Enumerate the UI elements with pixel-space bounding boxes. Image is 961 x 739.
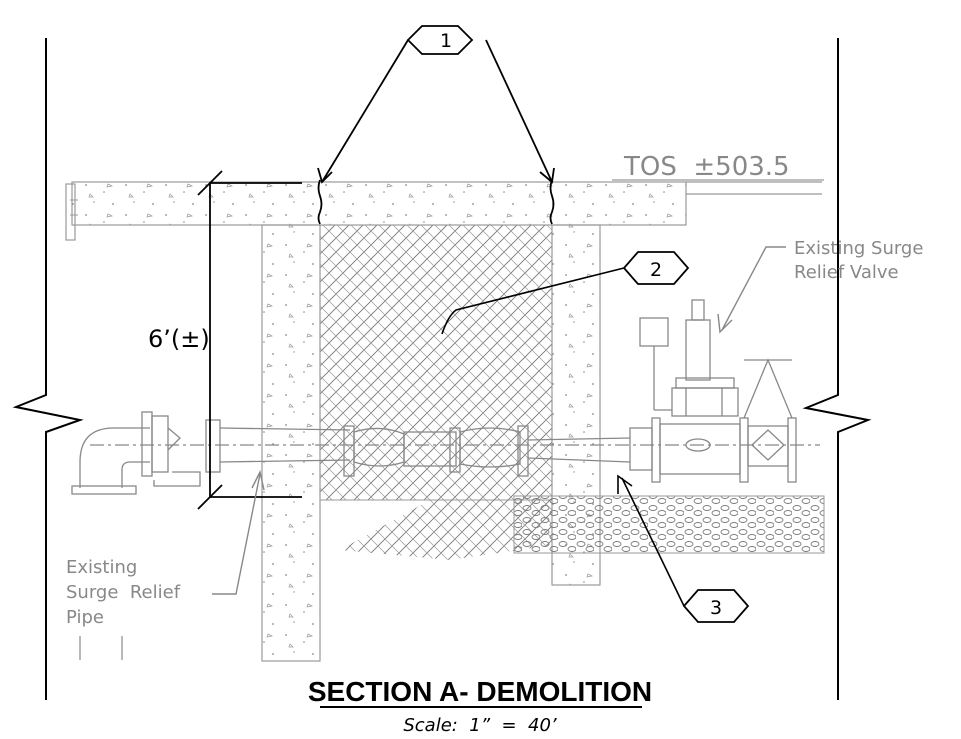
gravel-bed: [513, 495, 825, 554]
surge-relief-pipe: [71, 358, 820, 495]
lower-hatch: [340, 500, 552, 560]
concrete-walls: [261, 224, 601, 662]
surge-pipe-label-line3: Pipe: [66, 607, 104, 628]
callout-3-label: 3: [710, 597, 722, 619]
surge-valve-note: Existing Surge Relief Valve: [717, 238, 923, 334]
demolition-zone: [319, 224, 553, 501]
callout-1: 1: [317, 25, 555, 184]
section-title: SECTION A- DEMOLITION: [308, 676, 652, 707]
left-break-line: [12, 38, 84, 700]
surge-pipe-note: Existing Surge Relief Pipe: [66, 469, 265, 660]
surge-valve-label-line2: Relief Valve: [794, 262, 899, 283]
callout-2: 2: [441, 251, 690, 335]
surge-pipe-label-line1: Existing: [66, 557, 137, 578]
dimension-line: [197, 170, 302, 510]
surge-pipe-label-line2: Surge Relief: [66, 582, 181, 603]
dimension-label: 6’(±): [148, 325, 210, 353]
callout-2-label: 2: [650, 259, 662, 281]
right-break-line: [802, 38, 872, 700]
demolition-cut-lines: [317, 179, 555, 225]
elevation-label: TOS ±503.5: [623, 152, 790, 182]
surge-valve-label-line1: Existing Surge: [794, 238, 923, 259]
callout-3: 3: [617, 474, 750, 623]
callout-1-label: 1: [440, 30, 452, 52]
surge-relief-valve: [639, 299, 739, 417]
scale-note: Scale: 1” = 40’: [403, 715, 557, 736]
